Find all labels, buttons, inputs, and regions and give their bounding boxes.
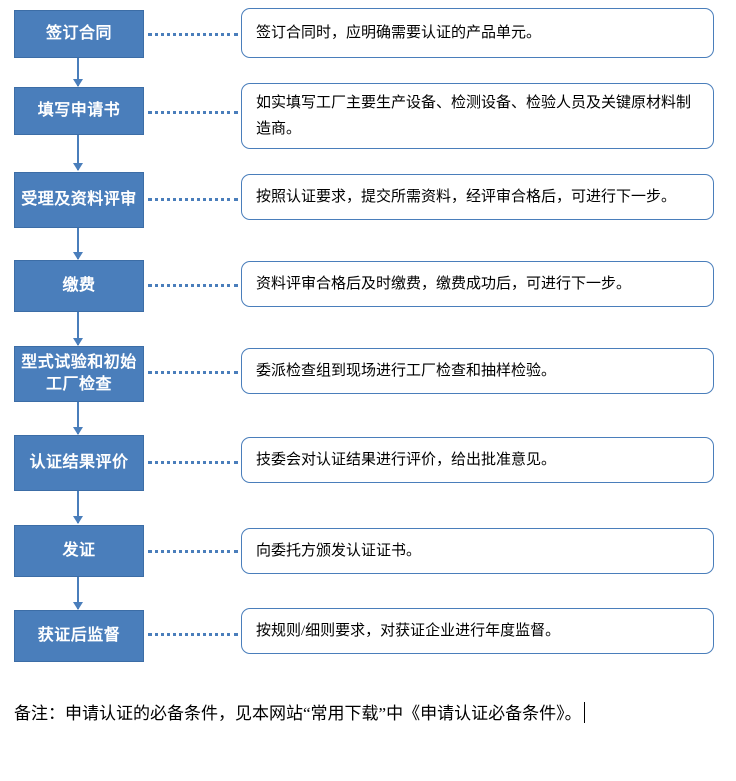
flow-note-7-text: 向委托方颁发认证证书。 [256, 543, 422, 559]
leader-4 [148, 284, 238, 290]
text-caret [583, 702, 585, 723]
leader-6 [148, 461, 238, 467]
flow-arrow-3-4 [73, 228, 83, 260]
leader-2 [148, 111, 238, 117]
flow-step-1-label: 签订合同 [45, 25, 112, 42]
flow-step-6[interactable]: 认证结果评价 [14, 435, 144, 491]
remark-content: 备注：申请认证的必备条件，见本网站“常用下载”中《申请认证必备条件》。 [14, 704, 582, 723]
leader-7 [148, 550, 238, 556]
flow-step-7[interactable]: 发证 [14, 525, 144, 577]
leader-8 [148, 633, 238, 639]
flow-step-5-label: 型式试验和初始工厂检查 [21, 354, 137, 393]
leader-5 [148, 371, 238, 377]
flow-arrow-7-8 [73, 577, 83, 610]
flow-arrow-2-3 [73, 135, 83, 171]
flow-arrow-4-5 [73, 312, 83, 346]
flow-note-3-text: 按照认证要求，提交所需资料，经评审合格后，可进行下一步。 [256, 189, 677, 205]
remark-text: 备注：申请认证的必备条件，见本网站“常用下载”中《申请认证必备条件》。 [14, 694, 714, 733]
flow-step-6-label: 认证结果评价 [29, 454, 129, 471]
flow-note-6: 技委会对认证结果进行评价，给出批准意见。 [241, 437, 714, 483]
flow-step-1[interactable]: 签订合同 [14, 10, 144, 58]
flow-note-1: 签订合同时，应明确需要认证的产品单元。 [241, 8, 714, 58]
flow-step-3-label: 受理及资料评审 [21, 191, 137, 208]
flow-note-8: 按规则/细则要求，对获证企业进行年度监督。 [241, 608, 714, 654]
flow-step-4-label: 缴费 [62, 277, 96, 294]
flow-note-2-text: 如实填写工厂主要生产设备、检测设备、检验人员及关键原材料制造商。 [256, 95, 692, 137]
flow-note-2: 如实填写工厂主要生产设备、检测设备、检验人员及关键原材料制造商。 [241, 83, 714, 149]
flow-step-8-label: 获证后监督 [37, 627, 121, 644]
certification-flowchart: 签订合同 签订合同时，应明确需要认证的产品单元。 填写申请书 如实填写工厂主要生… [14, 8, 714, 662]
flow-step-5[interactable]: 型式试验和初始工厂检查 [14, 346, 144, 402]
flow-note-4-text: 资料评审合格后及时缴费，缴费成功后，可进行下一步。 [256, 276, 632, 292]
leader-1 [148, 33, 238, 39]
flow-step-8[interactable]: 获证后监督 [14, 610, 144, 662]
flow-arrow-1-2 [73, 58, 83, 87]
flow-note-8-text: 按规则/细则要求，对获证企业进行年度监督。 [256, 623, 561, 639]
flow-note-5: 委派检查组到现场进行工厂检查和抽样检验。 [241, 348, 714, 394]
flow-step-7-label: 发证 [62, 542, 96, 559]
flow-note-6-text: 技委会对认证结果进行评价，给出批准意见。 [256, 452, 557, 468]
leader-3 [148, 198, 238, 204]
flow-step-2[interactable]: 填写申请书 [14, 87, 144, 135]
flow-arrow-5-6 [73, 402, 83, 435]
flow-step-3[interactable]: 受理及资料评审 [14, 172, 144, 228]
flow-step-4[interactable]: 缴费 [14, 260, 144, 312]
flow-note-7: 向委托方颁发认证证书。 [241, 528, 714, 574]
flow-note-1-text: 签订合同时，应明确需要认证的产品单元。 [256, 25, 542, 41]
flow-note-4: 资料评审合格后及时缴费，缴费成功后，可进行下一步。 [241, 261, 714, 307]
flow-note-3: 按照认证要求，提交所需资料，经评审合格后，可进行下一步。 [241, 174, 714, 220]
flow-note-5-text: 委派检查组到现场进行工厂检查和抽样检验。 [256, 363, 557, 379]
flow-arrow-6-7 [73, 491, 83, 524]
flow-step-2-label: 填写申请书 [37, 102, 121, 119]
